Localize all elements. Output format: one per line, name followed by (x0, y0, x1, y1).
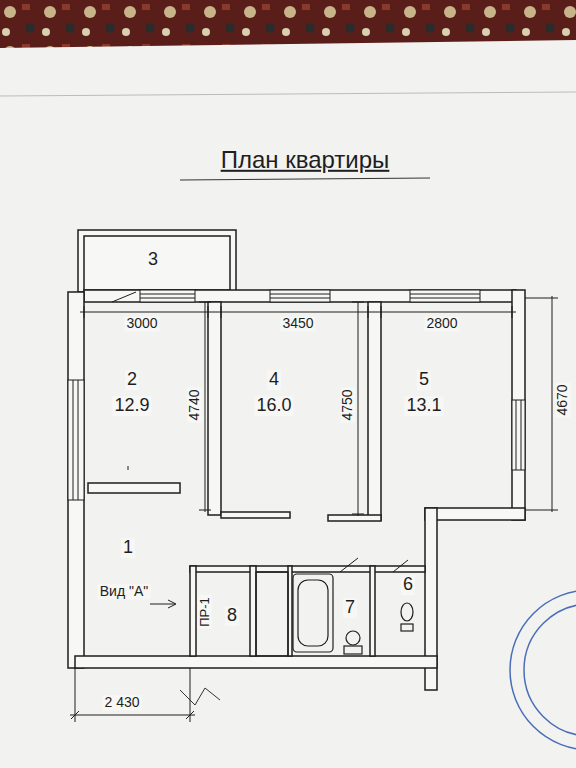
partition-label: ПР-1 (198, 595, 212, 629)
room-number: 3 (146, 250, 160, 270)
walls (68, 230, 525, 690)
dimension: 2800 (424, 316, 459, 331)
doors (112, 292, 408, 572)
room-area: 13.1 (404, 396, 443, 416)
dimension-lines (70, 296, 558, 722)
paper-sheet (0, 40, 576, 768)
room-area: 12.9 (112, 396, 151, 416)
dimension: 4750 (340, 387, 355, 422)
title-underline (180, 178, 430, 180)
plan-title: План квартиры (219, 147, 392, 173)
dimension: 2 430 (102, 695, 141, 710)
dimension: 3450 (280, 316, 315, 331)
room-number: 8 (225, 606, 239, 626)
room-number: 4 (267, 370, 281, 390)
room-number: 6 (401, 575, 415, 595)
dimension: 4670 (555, 382, 570, 417)
fixtures (256, 572, 413, 656)
page-edge (0, 92, 576, 96)
stamp (510, 590, 576, 750)
dimension: 4740 (187, 387, 202, 422)
dimension: 3000 (124, 316, 159, 331)
room-number: 5 (417, 370, 431, 390)
windows (68, 290, 525, 500)
room-number: 1 (121, 538, 135, 558)
room-number: 7 (343, 598, 357, 618)
room-number: 2 (125, 370, 139, 390)
room-area: 16.0 (254, 396, 293, 416)
view-label: Вид "А" (98, 584, 151, 599)
